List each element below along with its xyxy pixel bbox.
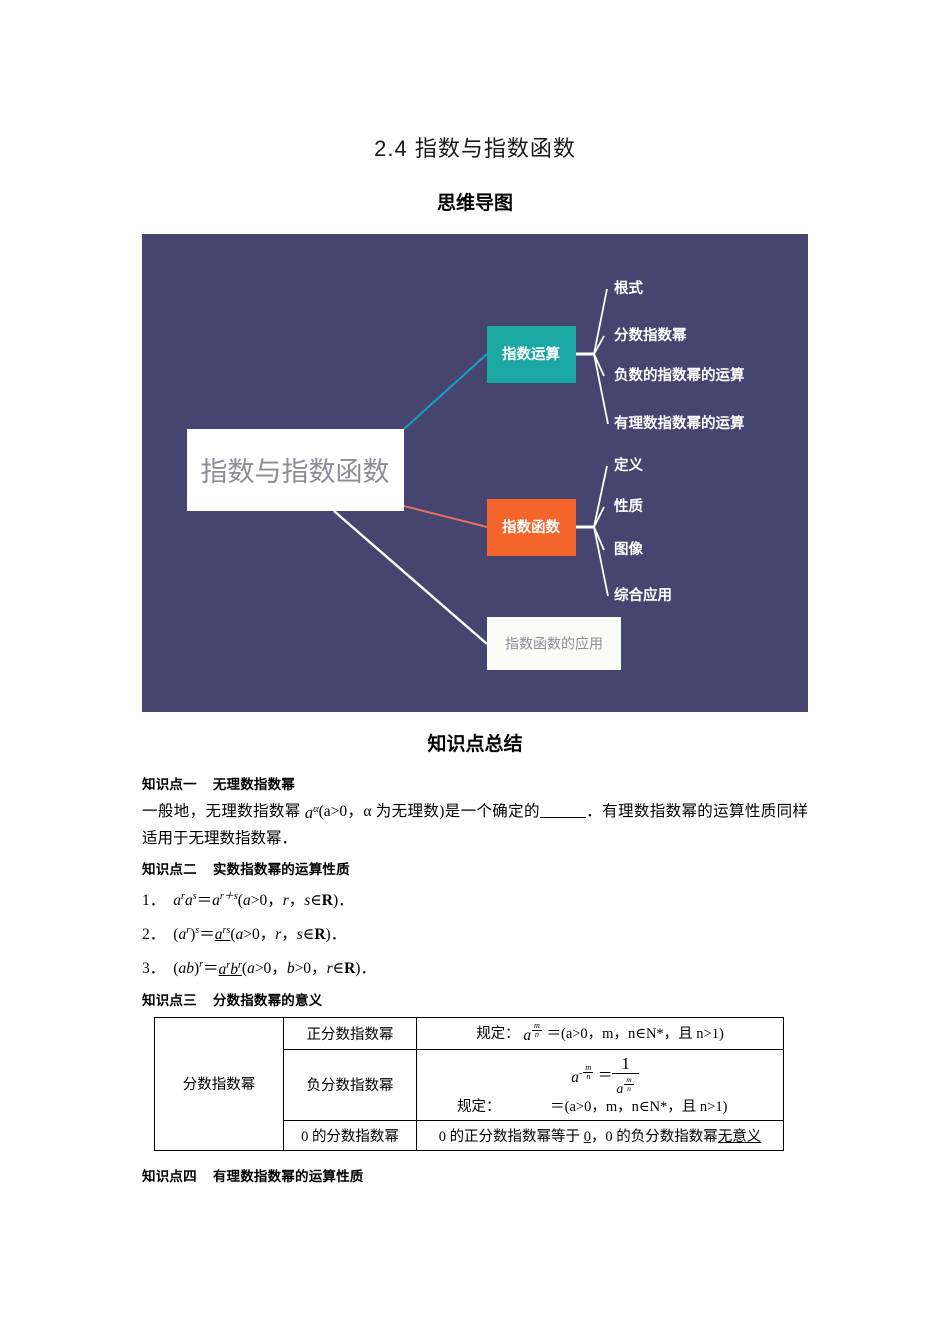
table-cell-zero-text: 0 的正分数指数幂等于 0，0 的负分数指数幂无意义 bbox=[416, 1119, 784, 1151]
knowledge-point-2-title: 实数指数幂的运算性质 bbox=[212, 862, 350, 878]
mindmap-child-properties: 性质 bbox=[614, 497, 643, 515]
mindmap-child-radical: 根式 bbox=[614, 279, 643, 297]
mindmap-heading: 思维导图 bbox=[436, 193, 513, 214]
mindmap-central-node-label: 指数与指数函数 bbox=[201, 457, 390, 487]
kp1-text-3: ．有理数指数幂的运算性质同样适用于无理数指数幂． bbox=[142, 802, 808, 848]
knowledge-point-4-heading: 知识点四有理数指数幂的运算性质 bbox=[142, 1167, 808, 1186]
kp1-text-2: (a>0，α 为无理数)是一个确定的 bbox=[318, 802, 540, 820]
connector-central-to-function bbox=[403, 505, 488, 528]
mindmap-child-rational-power-ops: 有理数指数幂的运算 bbox=[614, 414, 745, 432]
mindmap-canvas: 根式 分数指数幂 负数的指数幂的运算 有理数指数幂的运算 定义 性质 图像 综合… bbox=[142, 234, 808, 712]
kp1-power: aα bbox=[305, 797, 319, 826]
mindmap-node-function-label: 指数函数 bbox=[502, 518, 560, 536]
knowledge-point-3-title: 分数指数幂的意义 bbox=[212, 992, 323, 1008]
mindmap-child-negative-power-ops: 负数的指数幂的运算 bbox=[614, 366, 745, 384]
fan-line-function-1 bbox=[593, 465, 608, 528]
formula-1-number: 1． bbox=[142, 892, 166, 910]
formula-row-3: 3．(ab)r＝arbr(a>0，b>0，r∈R)． bbox=[142, 959, 376, 978]
fan-line-operations-2 bbox=[593, 335, 605, 355]
mindmap-central-node bbox=[187, 429, 404, 511]
knowledge-point-1-index: 知识点一 bbox=[142, 777, 197, 792]
table-cell-positive-name: 正分数指数幂 bbox=[283, 1016, 417, 1050]
fan-line-operations-4 bbox=[593, 353, 609, 425]
zero-answer-1: 0 bbox=[583, 1128, 591, 1145]
knowledge-point-4-index: 知识点四 bbox=[142, 1168, 197, 1184]
knowledge-point-1-heading: 知识点一无理数指数幂 bbox=[142, 775, 808, 794]
zero-text-2: ，0 的负分数指数幂 bbox=[590, 1128, 718, 1145]
positive-condition: ＝(a>0，m，n∈N*，且 n>1) bbox=[546, 1025, 724, 1042]
kp1-power-base: a bbox=[304, 803, 314, 823]
knowledge-point-2-heading: 知识点二实数指数幂的运算性质 bbox=[142, 860, 808, 879]
knowledge-point-1-title: 无理数指数幂 bbox=[212, 777, 296, 792]
fan-line-function-4 bbox=[593, 526, 609, 597]
mindmap-node-application bbox=[487, 617, 621, 670]
knowledge-point-4-title: 有理数指数幂的运算性质 bbox=[212, 1168, 364, 1184]
page-title: 2.4 指数与指数函数 bbox=[374, 136, 576, 161]
formula-2-number: 2． bbox=[142, 926, 166, 944]
kp1-text-1: 一般地，无理数指数幂 bbox=[142, 802, 305, 820]
negative-condition: ＝(a>0，m，n∈N*，且 n>1) bbox=[550, 1098, 728, 1115]
mindmap-node-application-label: 指数函数的应用 bbox=[505, 636, 603, 652]
mindmap-child-graph: 图像 bbox=[614, 540, 643, 558]
mindmap-node-function bbox=[487, 499, 576, 556]
negative-prefix: 规定： bbox=[457, 1098, 501, 1115]
knowledge-point-3-heading: 知识点三分数指数幂的意义 bbox=[142, 991, 808, 1010]
formula-row-2: 2．(ar)s＝ars(a>0，r，s∈R)． bbox=[142, 925, 347, 944]
connector-central-to-operations bbox=[403, 353, 488, 430]
table-cell-zero-name: 0 的分数指数幂 bbox=[283, 1119, 417, 1151]
mindmap-figure: 根式 分数指数幂 负数的指数幂的运算 有理数指数幂的运算 定义 性质 图像 综合… bbox=[142, 234, 808, 712]
table-cell-negative-name: 负分数指数幂 bbox=[283, 1048, 417, 1121]
mindmap-child-definition: 定义 bbox=[614, 456, 643, 474]
zero-text-1: 0 的正分数指数幂等于 bbox=[438, 1128, 584, 1145]
knowledge-point-1-body: 一般地，无理数指数幂 aα(a>0，α 为无理数)是一个确定的．有理数指数幂的运… bbox=[142, 797, 808, 851]
table-row-header: 分数指数幂 bbox=[154, 1016, 284, 1151]
knowledge-point-3-index: 知识点三 bbox=[142, 992, 197, 1008]
summary-heading: 知识点总结 bbox=[427, 734, 523, 755]
table-row: 0 的分数指数幂 0 的正分数指数幂等于 0，0 的负分数指数幂无意义 bbox=[155, 1119, 784, 1151]
fan-line-operations-1 bbox=[593, 288, 608, 355]
formula-row-1: 1．aras＝ar＋s(a>0，r，s∈R)． bbox=[142, 891, 354, 910]
negative-formula-line-2: 规定： ＝(a>0，m，n∈N*，且 n>1) bbox=[423, 1095, 777, 1116]
fan-line-operations-3 bbox=[593, 353, 605, 377]
mindmap-node-operations-label: 指数运算 bbox=[502, 345, 560, 363]
mindmap-node-operations bbox=[487, 326, 576, 383]
knowledge-point-2-index: 知识点二 bbox=[142, 862, 197, 878]
kp1-power-exponent: α bbox=[313, 804, 319, 815]
mindmap-child-comprehensive-application: 综合应用 bbox=[614, 586, 672, 604]
formula-3-number: 3． bbox=[142, 960, 166, 978]
mindmap-child-fractional-power: 分数指数幂 bbox=[614, 326, 687, 344]
zero-answer-2: 无意义 bbox=[717, 1128, 762, 1145]
connector-central-to-application bbox=[333, 510, 488, 645]
kp1-fill-blank[interactable] bbox=[539, 816, 586, 818]
positive-prefix: 规定： bbox=[476, 1025, 520, 1042]
fan-line-function-2 bbox=[593, 506, 605, 528]
